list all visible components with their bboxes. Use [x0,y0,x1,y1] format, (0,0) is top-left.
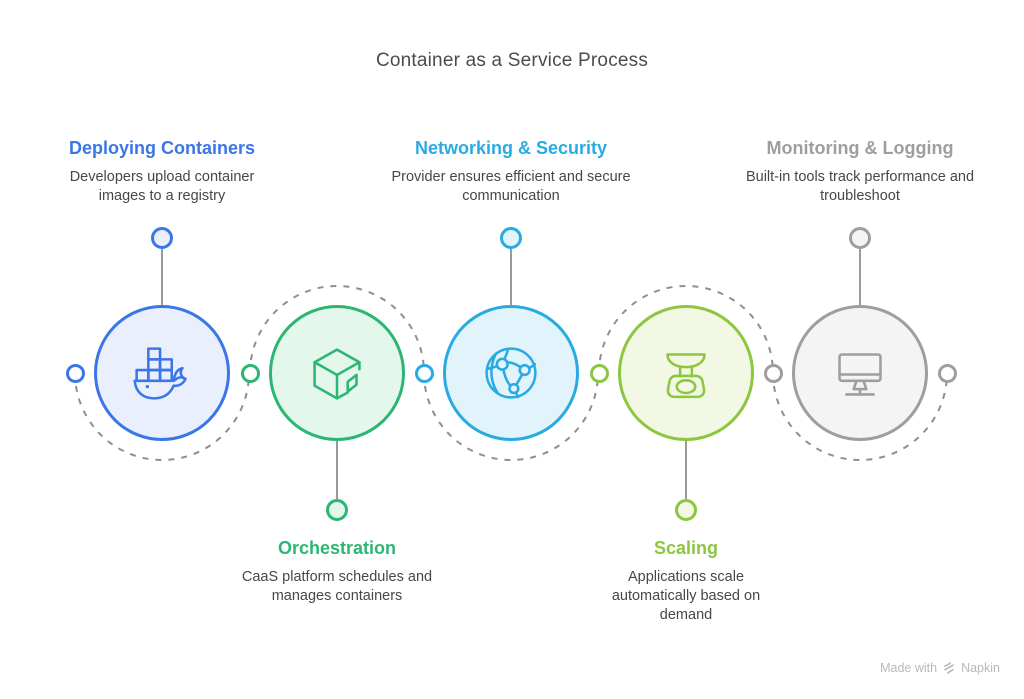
stage-description: Applications scale automatically based o… [611,569,761,623]
stem-node-scaling [675,499,697,521]
globe-network-icon [485,347,537,399]
cube-icon [313,348,361,400]
chain-dot-2 [240,363,260,383]
stage-description: Built-in tools track performance and tro… [745,169,975,204]
stage-description: CaaS platform schedules and manages cont… [241,569,433,604]
weighing-scale-icon [666,353,706,399]
watermark-brand: Napkin [961,661,1000,675]
napkin-logo-icon [944,662,954,674]
stage-title: Networking & Security [414,138,608,158]
chain-dot-1 [65,363,85,383]
stage-title: Orchestration [277,538,397,558]
stage-label-orchestration: Orchestration CaaS platform schedules an… [197,536,477,606]
stage-circle-orchestration [269,305,405,441]
chain-dot-5 [763,363,783,383]
stage-label-networking-security: Networking & Security Provider ensures e… [371,136,651,206]
desktop-monitor-icon [838,353,882,396]
diagram-title: Container as a Service Process [375,50,649,71]
stage-title: Deploying Containers [68,138,256,158]
stage-title: Monitoring & Logging [766,138,954,158]
stage-circle-deploying-containers [94,305,230,441]
chain-dot-4 [589,363,609,383]
stage-title: Scaling [653,538,719,558]
chain-dot-3 [414,363,434,383]
stem-node-orchestration [326,499,348,521]
watermark-prefix: Made with [880,661,938,675]
stage-description: Developers upload container images to a … [69,169,255,204]
stem-node-monitoring [849,227,871,249]
stem-node-networking [500,227,522,249]
stage-label-monitoring-logging: Monitoring & Logging Built-in tools trac… [720,136,1000,206]
stage-circle-scaling [618,305,754,441]
stage-circle-networking-security [443,305,579,441]
stem-node-deploying [151,227,173,249]
docker-whale-icon [133,347,187,400]
chain-dot-6 [937,363,957,383]
watermark: Made with Napkin [880,661,1000,675]
stage-circle-monitoring-logging [792,305,928,441]
stage-label-scaling: Scaling Applications scale automatically… [546,536,826,625]
stage-description: Provider ensures efficient and secure co… [391,169,631,204]
stage-label-deploying-containers: Deploying Containers Developers upload c… [22,136,302,206]
